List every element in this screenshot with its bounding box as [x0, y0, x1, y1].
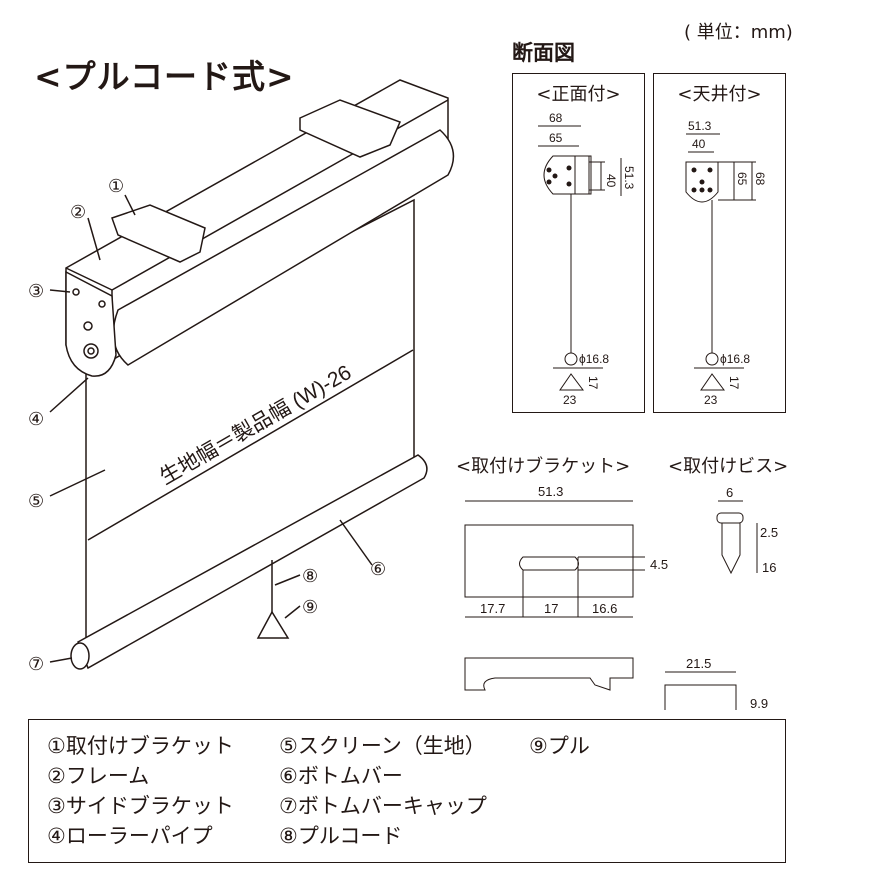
dim-51-3: 51.3 — [622, 166, 636, 190]
section-title: 断面図 — [512, 41, 575, 65]
dim-16: 16 — [762, 560, 776, 575]
legend-item: ②フレーム — [47, 764, 150, 788]
dim-51-3: 51.3 — [688, 119, 712, 133]
callout-5: ⑤ — [28, 491, 44, 511]
legend-item: ⑦ボトムバーキャップ — [279, 794, 487, 818]
bottom-bar — [77, 454, 428, 670]
ceiling-mount-label: <天井付> — [677, 84, 762, 105]
dim-4-5: 4.5 — [650, 557, 668, 572]
dim-65: 65 — [549, 131, 563, 145]
callout-1: ① — [108, 176, 124, 196]
dim-51-3: 51.3 — [538, 484, 563, 499]
bracket-label: <取付けブラケット> — [456, 456, 631, 477]
dim-21-5: 21.5 — [686, 656, 711, 671]
dim-40: 40 — [692, 137, 706, 151]
dim-40: 40 — [604, 174, 618, 188]
parts-legend: ①取付けブラケット ②フレーム ③サイドブラケット ④ローラーパイプ ⑤スクリー… — [28, 719, 786, 863]
callout-3: ③ — [28, 281, 44, 301]
ceiling-mount-panel: <天井付> 51.3 40 65 68 ϕ16.8 17 23 — [653, 73, 786, 413]
dim-65: 65 — [735, 172, 749, 186]
callout-6: ⑥ — [370, 559, 386, 579]
dim-23: 23 — [704, 393, 718, 407]
dim-9-9: 9.9 — [750, 696, 768, 710]
roller-blind-illustration: ① ② ③ ④ ⑤ ⑥ ⑧ ⑨ ⑦ 生地幅＝製品幅 (W)-26 — [28, 79, 455, 674]
mounting-bracket-2 — [299, 99, 402, 158]
dim-17-7: 17.7 — [480, 601, 505, 616]
dim-17: 17 — [544, 601, 558, 616]
bracket-screw-drawings: 51.3 4.5 17.7 17 16.6 21.5 9.9 6 2.5 16 — [464, 484, 778, 710]
screw-label: <取付けビス> — [668, 456, 789, 477]
bottom-bar-cap — [70, 642, 90, 670]
dim-17: 17 — [586, 376, 600, 390]
dim-68: 68 — [549, 111, 563, 125]
pull — [256, 610, 290, 639]
dim-phi16-8: ϕ16.8 — [579, 352, 609, 366]
callout-9: ⑨ — [302, 597, 318, 617]
front-mount-panel: <正面付> 68 65 40 51.3 ϕ16.8 17 23 — [512, 73, 645, 413]
legend-item: ⑧プルコード — [279, 824, 403, 848]
dim-16-6: 16.6 — [592, 601, 617, 616]
dim-17: 17 — [727, 376, 741, 390]
dim-phi16-8: ϕ16.8 — [720, 352, 750, 366]
legend-item: ④ローラーパイプ — [47, 824, 213, 848]
dim-2-5: 2.5 — [760, 525, 778, 540]
callout-4: ④ — [28, 409, 44, 429]
legend-item: ①取付けブラケット — [47, 734, 234, 758]
dim-68: 68 — [753, 172, 767, 186]
mounting-bracket-1 — [111, 204, 206, 263]
dim-23: 23 — [563, 393, 577, 407]
callout-8: ⑧ — [302, 566, 318, 586]
callout-2: ② — [70, 202, 86, 222]
front-mount-label: <正面付> — [536, 84, 621, 105]
callout-7: ⑦ — [28, 654, 44, 674]
legend-item: ⑤スクリーン（生地） — [279, 734, 486, 758]
legend-item: ③サイドブラケット — [47, 794, 234, 818]
dim-6: 6 — [726, 485, 733, 500]
legend-item: ⑨プル — [529, 734, 590, 758]
unit-note: ( 単位：mm) — [684, 22, 793, 43]
legend-item: ⑥ボトムバー — [279, 764, 403, 788]
page-title: <プルコード式> — [34, 57, 295, 96]
